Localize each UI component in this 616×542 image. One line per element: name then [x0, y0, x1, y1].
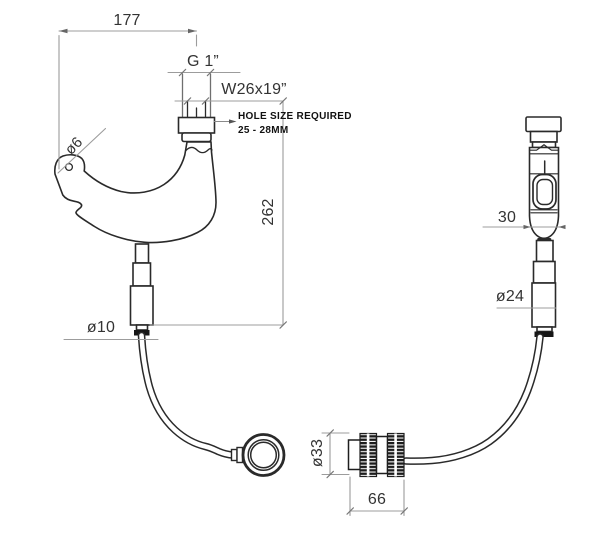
supply-hose-side	[402, 333, 544, 465]
mouthpiece-inner	[536, 178, 554, 206]
thread-label-g1: G 1”	[187, 53, 219, 70]
supply-hose-front	[137, 331, 237, 459]
dia6-leader	[57, 127, 107, 174]
side-break-line	[528, 144, 560, 151]
dim-label-66: 66	[367, 491, 387, 508]
dim-label-30: 30	[497, 209, 517, 226]
front-view-tap	[53, 73, 286, 477]
tap-stem	[129, 243, 154, 336]
spout-outlet-hole	[64, 162, 74, 172]
dim-33-lines	[321, 429, 350, 479]
thread-label-w26: W26x19”	[221, 81, 287, 98]
mounting-flange	[177, 116, 216, 134]
dim-label-177: 177	[113, 12, 141, 29]
side-cap	[525, 116, 562, 133]
thread-shank	[181, 73, 212, 119]
collar-ring	[181, 132, 212, 143]
dim-g1-lines	[167, 68, 241, 77]
banjo-ring-fitting	[230, 433, 286, 477]
dia-label-10: ø10	[86, 319, 116, 336]
dia-label-33: ø33	[309, 438, 326, 468]
dia-label-24: ø24	[495, 288, 525, 305]
knurled-hose-connector	[347, 432, 405, 478]
hole-size-note-line2: 25 - 28MM	[238, 125, 289, 136]
dim-177-lines	[58, 28, 198, 170]
dim-label-262: 262	[260, 198, 277, 226]
hole-size-note-line1: HOLE SIZE REQUIRED	[238, 111, 352, 122]
dim-262-lines	[149, 97, 287, 329]
break-line	[185, 146, 213, 154]
dimension-annotations	[57, 28, 566, 517]
side-nut	[529, 130, 558, 143]
dim-w26-lines	[174, 97, 284, 105]
spout-body	[53, 141, 217, 244]
dim-66-lines	[346, 476, 408, 517]
mouthpiece-outer	[532, 173, 557, 210]
hole-note-arrow	[213, 119, 237, 124]
side-stem	[531, 239, 557, 337]
side-view-tap	[402, 116, 562, 465]
dim-30-lines	[482, 224, 566, 230]
